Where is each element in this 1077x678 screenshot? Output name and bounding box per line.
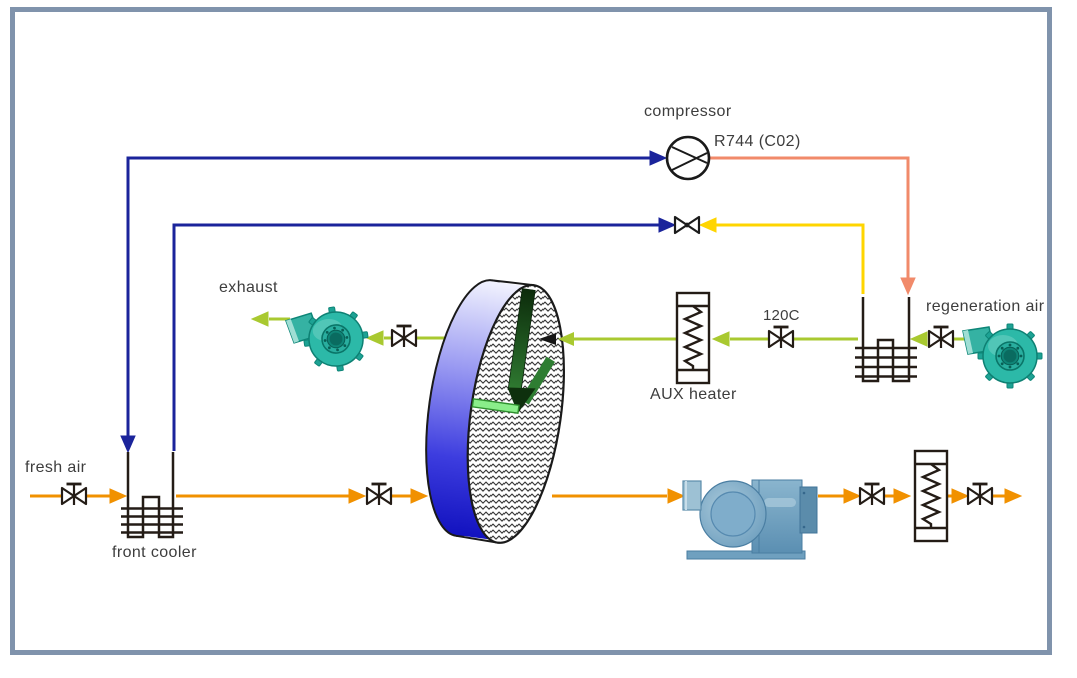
fresh-air-label: fresh air	[25, 459, 87, 476]
regeneration-air-fan	[962, 323, 1043, 389]
desiccant-wheel	[425, 279, 574, 544]
valve-outlet	[966, 482, 994, 507]
flow-arrow	[251, 311, 269, 327]
flow-arrow	[366, 330, 384, 346]
blower-inlet	[682, 480, 702, 511]
aux-heater-label: AUX heater	[650, 386, 737, 403]
front-cooler-label: front cooler	[112, 544, 197, 561]
flow-arrow	[649, 150, 667, 166]
valve-temperature-label: 120C	[763, 307, 800, 324]
diagram-frame	[10, 7, 1052, 655]
flow-arrow	[348, 488, 366, 504]
flow-arrow	[900, 277, 916, 295]
wheel-inlet-arrow	[539, 333, 556, 345]
co2-return-line	[699, 217, 865, 294]
front-cooler	[121, 452, 183, 539]
flow-arrow	[699, 217, 717, 233]
flow-arrow	[843, 488, 861, 504]
valve-post-blower	[858, 482, 886, 507]
flow-arrow	[410, 488, 428, 504]
process-air-line	[30, 488, 1022, 504]
valve-regen-fan	[927, 325, 955, 350]
process-air-blower	[682, 479, 818, 560]
flow-arrow	[667, 488, 685, 504]
flow-arrow	[712, 331, 730, 347]
exhaust-fan	[284, 302, 373, 379]
exhaust-label: exhaust	[219, 279, 278, 296]
flow-arrow	[1004, 488, 1022, 504]
regeneration-air-label: regeneration air	[926, 298, 1045, 315]
valve-pre-wheel	[365, 482, 393, 507]
regeneration-heat-exchanger	[855, 297, 917, 383]
flow-arrow	[951, 488, 969, 504]
process-heater	[913, 449, 949, 543]
valve-120c	[767, 325, 795, 350]
refrigerant-label: R744 (C02)	[714, 133, 801, 150]
co2-discharge-line	[710, 156, 916, 295]
flow-arrow	[658, 217, 676, 233]
compressor-label: compressor	[644, 103, 732, 120]
flow-arrow	[109, 488, 127, 504]
co2-suction-line	[120, 150, 676, 453]
compressor	[665, 135, 711, 181]
flow-arrow	[910, 331, 928, 347]
expansion-valve	[673, 215, 701, 235]
flow-arrow	[893, 488, 911, 504]
valve-exhaust	[390, 324, 418, 349]
aux-heater	[675, 291, 711, 385]
flow-arrow	[120, 435, 136, 453]
valve-fresh-air	[60, 482, 88, 507]
